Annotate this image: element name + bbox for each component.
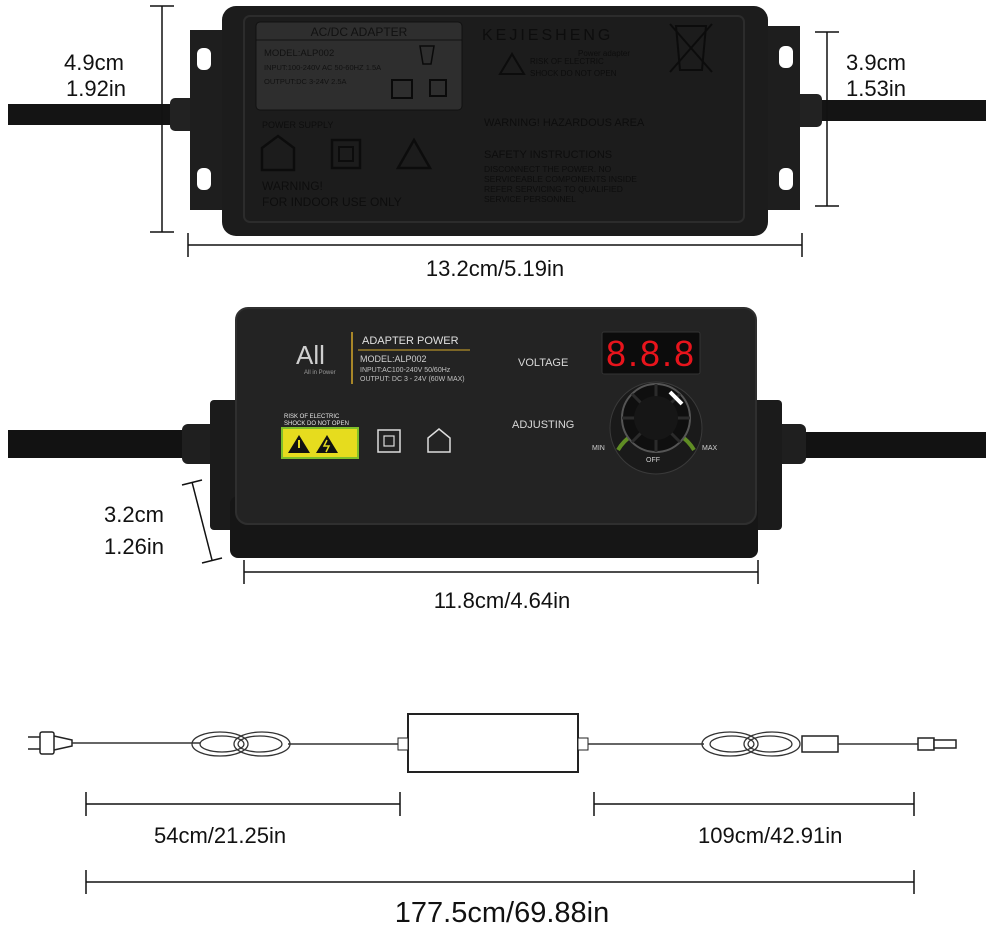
front-logo-sub: All in Power — [304, 370, 336, 376]
top-right-mount-hole-2 — [779, 168, 793, 190]
top-warning-left: WARNING! — [262, 179, 323, 193]
indoor-house-icon — [260, 134, 296, 172]
top-right-mount-ear — [760, 26, 800, 210]
front-length-value: 11.8cm/4.64in — [433, 588, 571, 613]
front-left-cable — [8, 430, 208, 458]
top-plate-input: INPUT:100-240V AC 50-60HZ 1.5A — [264, 63, 381, 72]
total-length-dimension-line — [85, 870, 915, 894]
top-length-value: 13.2cm/5.19in — [425, 256, 565, 281]
front-view-drawing: All All in Power ADAPTER POWER MODEL:ALP… — [8, 307, 986, 584]
front-logo: All — [296, 340, 325, 370]
knob-max-label: MAX — [702, 445, 718, 452]
front-output: OUTPUT: DC 3 - 24V (60W MAX) — [360, 376, 465, 383]
front-right-cable — [780, 432, 986, 458]
input-cord-dimension-line — [85, 792, 401, 816]
electric-warning-triangle-icon — [316, 435, 338, 453]
top-height-in: 1.92in — [66, 76, 126, 101]
top-brand: KEJIESHENG — [482, 27, 613, 44]
top-indoor-label: FOR INDOOR USE ONLY — [262, 195, 402, 209]
voltage-digits: 8.8.8 — [606, 333, 696, 374]
top-height-dimension-line — [150, 5, 174, 233]
top-safety-line-1: DISCONNECT THE POWER. NO — [484, 164, 612, 174]
top-plate-model: MODEL:ALP002 — [264, 48, 334, 59]
knob-off-label: OFF — [646, 457, 660, 464]
cable-connector — [801, 735, 839, 753]
top-left-mount-hole-2 — [197, 168, 211, 190]
front-length-label: 11.8cm/4.64in — [0, 588, 994, 614]
top-warning-triangle-icon-2 — [395, 137, 433, 170]
output-cord-coil — [701, 731, 801, 757]
top-left-cable — [8, 104, 180, 125]
weee-bin-icon — [674, 25, 708, 71]
top-length-label: 13.2cm/5.19in — [0, 256, 994, 282]
total-length-label: 177.5cm/69.88in — [0, 897, 994, 929]
top-label-plate — [255, 21, 463, 111]
knob-indicator — [668, 390, 684, 406]
voltage-display — [601, 331, 701, 375]
voltage-label: VOLTAGE — [518, 357, 568, 369]
top-risk-line-2: SHOCK DO NOT OPEN — [530, 69, 617, 78]
double-insulation-square-icon — [377, 429, 401, 453]
top-right-cable — [800, 100, 986, 121]
top-risk-line-1: RISK OF ELECTRIC — [530, 57, 604, 66]
cable-view-drawing — [28, 713, 957, 894]
adapter-box-outline — [407, 713, 579, 773]
top-length-dimension-line — [187, 233, 803, 257]
front-risk-line-1: RISK OF ELECTRIC — [284, 414, 340, 420]
top-plate-output: OUTPUT:DC 3-24V 2.5A — [264, 77, 347, 86]
adjusting-label: ADJUSTING — [512, 419, 574, 431]
top-safety-line-3: REFER SERVICING TO QUALIFIED — [484, 184, 623, 194]
top-safety-line-4: SERVICE PERSONNEL — [484, 194, 576, 204]
top-left-mount-ear — [190, 30, 230, 210]
top-left-mount-hole-1 — [197, 48, 211, 70]
output-cord-length: 109cm/42.91in — [698, 823, 843, 848]
ac-plug-icon — [28, 731, 73, 755]
top-warning-triangle-icon — [498, 52, 526, 75]
top-depth-cm: 3.9cm — [846, 50, 906, 75]
dc-barrel-plug-icon — [917, 737, 957, 751]
risk-warning-sticker — [282, 428, 358, 458]
front-model: MODEL:ALP002 — [360, 354, 427, 364]
top-height-cm: 4.9cm — [64, 50, 124, 75]
front-length-dimension-line — [243, 560, 759, 584]
front-input: INPUT:AC100-240V 50/60Hz — [360, 367, 451, 374]
top-hazard-warning: WARNING! HAZARDOUS AREA — [484, 117, 645, 129]
front-height-cm: 3.2cm — [104, 502, 164, 527]
double-insulation-icon — [330, 138, 362, 170]
top-safety-line-2: SERVICEABLE COMPONENTS INSIDE — [484, 174, 637, 184]
top-depth-in: 1.53in — [846, 76, 906, 101]
front-panel-title: ADAPTER POWER — [362, 335, 459, 347]
total-length-value: 177.5cm/69.88in — [394, 897, 610, 929]
front-risk-line-2: SHOCK DO NOT OPEN — [284, 421, 349, 427]
output-cord-dimension-line — [593, 792, 915, 816]
indoor-house-icon-front — [427, 428, 451, 453]
top-safety-title: SAFETY INSTRUCTIONS — [484, 149, 612, 161]
front-height-dimension-line — [181, 479, 223, 564]
top-brand-sub: Power adapter — [578, 49, 630, 58]
top-depth-dimension-line — [815, 31, 839, 207]
knob-min-label: MIN — [592, 445, 605, 452]
top-right-mount-hole-1 — [779, 46, 793, 68]
input-cord-coil — [191, 731, 291, 757]
input-cord-length: 54cm/21.25in — [154, 823, 287, 848]
front-height-in: 1.26in — [104, 534, 164, 559]
top-view-drawing: AC/DC ADAPTER MODEL:ALP002 INPUT:100-240… — [8, 5, 986, 257]
top-supply-label: POWER SUPPLY — [262, 120, 333, 130]
top-plate-title: AC/DC ADAPTER — [311, 25, 408, 39]
